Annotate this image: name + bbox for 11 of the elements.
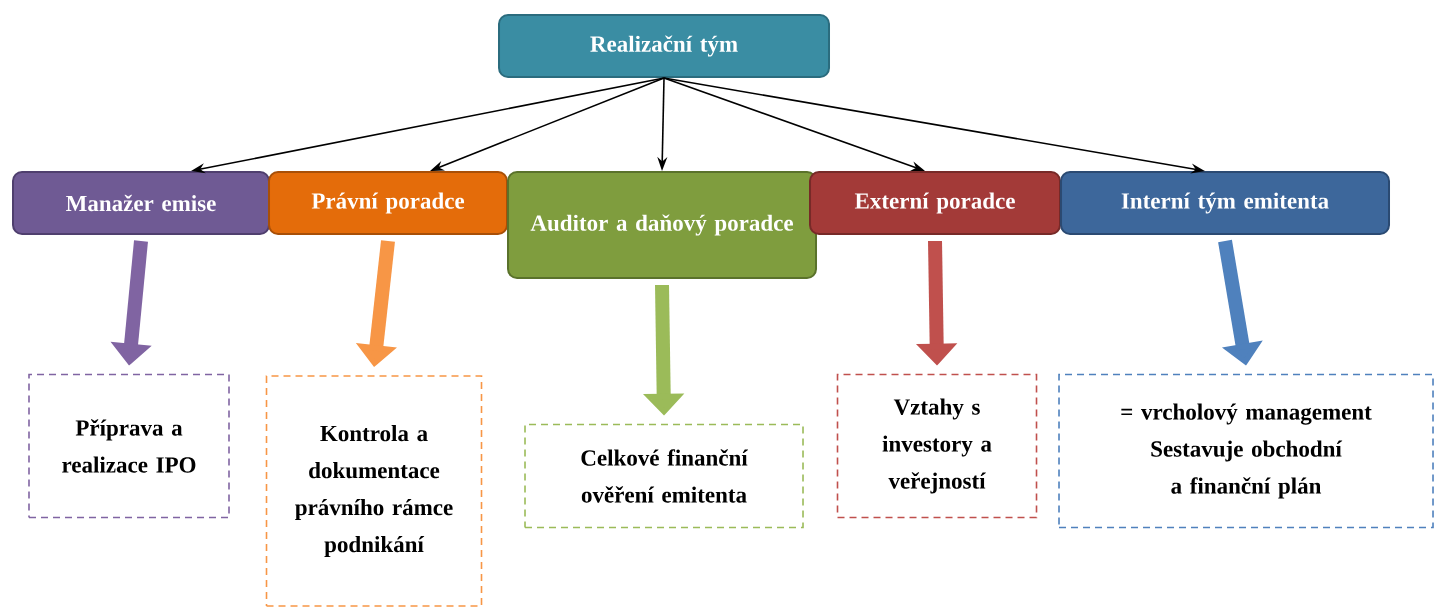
role-box: Interní tým emitenta [1060,171,1390,235]
role-box: Auditor a daňový poradce [507,171,817,279]
task-box: Kontrola a dokumentace právního rámce podnikání [265,375,483,607]
task-box: = vrcholový management Sestavuje obchodní a finanční plán [1058,373,1434,529]
task-box: Vztahy s investory a veřejností [836,373,1038,519]
role-box: Právní poradce [268,171,508,235]
role-box: Manažer emise [12,171,270,235]
role-box: Externí poradce [809,171,1061,235]
role-box: Realizační tým [498,14,830,78]
task-box: Příprava a realizace IPO [28,373,230,519]
task-box: Celkové finanční ověření emitenta [524,423,804,529]
